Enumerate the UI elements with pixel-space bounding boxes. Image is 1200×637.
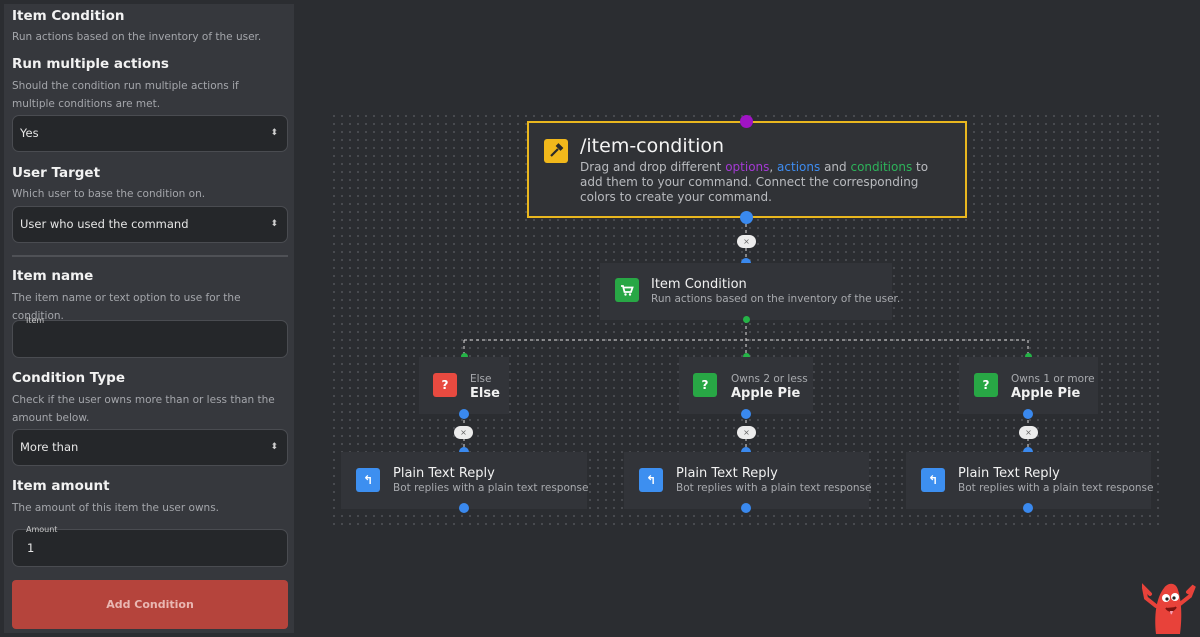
condition-settings-panel: Item Condition Run actions based on the … [4,4,294,633]
edge-delete-button[interactable]: × [737,426,756,439]
branch-owns-more-title: Apple Pie [1011,386,1081,401]
branch-owns-less-label: Owns 2 or less [731,373,808,385]
root-description: Drag and drop different options, actions… [580,160,929,204]
section-title: Item Condition [12,8,125,24]
branch-owns-less-node[interactable]: ? Owns 2 or less Apple Pie [679,357,813,414]
item-amount-label: Amount [26,525,58,534]
item-name-label: Item [26,316,45,325]
root-options-handle[interactable] [740,115,753,128]
user-target-select[interactable]: User who used the command ⬍ [12,206,288,243]
reply-description: Bot replies with a plain text response [393,482,589,494]
options-keyword: options [725,160,770,174]
select-arrows-icon: ⬍ [270,219,278,229]
item-amount-description: The amount of this item the user owns. [12,502,220,514]
item-name-description: The item name or text option to use for … [12,292,241,322]
branch-else-label: Else [470,373,492,385]
select-arrows-icon: ⬍ [270,442,278,452]
root-command-node[interactable]: /item-condition Drag and drop different … [527,121,967,218]
user-target-title: User Target [12,165,101,181]
condition-type-title: Condition Type [12,370,125,386]
condition-description: Run actions based on the inventory of th… [651,293,901,305]
branch-owns-more-node[interactable]: ? Owns 1 or more Apple Pie [959,357,1098,414]
condition-title: Item Condition [651,277,747,292]
branch-3-output-handle[interactable] [1023,409,1033,419]
question-icon: ? [974,373,998,397]
root-actions-handle[interactable] [740,211,753,224]
branch-else-node[interactable]: ? Else Else [419,357,509,414]
user-target-value: User who used the command [20,217,189,231]
run-multiple-title: Run multiple actions [12,56,169,72]
item-condition-node[interactable]: Item Condition Run actions based on the … [600,263,900,320]
section-divider [12,255,288,257]
plain-text-reply-node[interactable]: ↰ Plain Text Reply Bot replies with a pl… [341,452,589,509]
run-multiple-value: Yes [20,126,39,140]
edge-delete-button[interactable]: × [737,235,756,248]
reply-2-output-handle[interactable] [741,503,751,513]
condition-output-handle[interactable] [743,316,750,323]
branch-2-output-handle[interactable] [741,409,751,419]
conditions-keyword: conditions [850,160,913,174]
reply-title: Plain Text Reply [676,466,778,481]
branch-2-input-handle[interactable] [743,353,750,360]
question-icon: ? [433,373,457,397]
cart-icon [615,278,639,302]
item-amount-input[interactable]: 1 [12,529,288,567]
branch-else-input-handle[interactable] [461,353,468,360]
run-multiple-select[interactable]: Yes ⬍ [12,115,288,152]
reply-icon: ↰ [921,468,945,492]
item-name-input[interactable] [12,320,288,358]
plain-text-reply-node[interactable]: ↰ Plain Text Reply Bot replies with a pl… [906,452,1154,509]
reply-description: Bot replies with a plain text response [676,482,872,494]
branch-else-title: Else [470,386,500,401]
user-target-description: Which user to base the condition on. [12,188,206,200]
reply-description: Bot replies with a plain text response [958,482,1154,494]
actions-keyword: actions [777,160,821,174]
plain-text-reply-node[interactable]: ↰ Plain Text Reply Bot replies with a pl… [624,452,872,509]
select-arrows-icon: ⬍ [270,128,278,138]
add-condition-button[interactable]: Add Condition [12,580,288,629]
branch-else-output-handle[interactable] [459,409,469,419]
reply-3-output-handle[interactable] [1023,503,1033,513]
root-title: /item-condition [580,135,725,157]
condition-type-value: More than [20,440,79,454]
condition-type-select[interactable]: More than ⬍ [12,429,288,466]
branch-owns-more-label: Owns 1 or more [1011,373,1095,385]
item-name-title: Item name [12,268,94,284]
question-icon: ? [693,373,717,397]
run-multiple-description: Should the condition run multiple action… [12,80,239,110]
hammer-icon [544,139,568,163]
reply-title: Plain Text Reply [958,466,1060,481]
branch-3-input-handle[interactable] [1025,353,1032,360]
edge-delete-button[interactable]: × [454,426,473,439]
section-description: Run actions based on the inventory of th… [12,31,262,43]
condition-type-description: Check if the user owns more than or less… [12,394,275,424]
branch-owns-less-title: Apple Pie [731,386,801,401]
reply-title: Plain Text Reply [393,466,495,481]
reply-icon: ↰ [639,468,663,492]
edge-delete-button[interactable]: × [1019,426,1038,439]
reply-icon: ↰ [356,468,380,492]
item-amount-title: Item amount [12,478,110,494]
reply-1-output-handle[interactable] [459,503,469,513]
mascot-icon [1142,583,1196,634]
